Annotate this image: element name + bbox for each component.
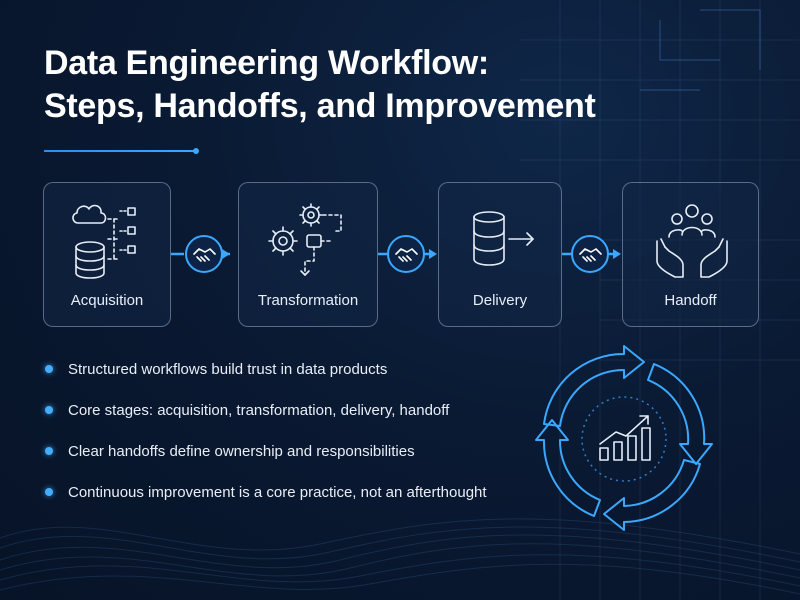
stage-label-acquisition: Acquisition xyxy=(70,292,144,309)
page-title: Data Engineering Workflow: Steps, Handof… xyxy=(44,42,744,128)
connector-1 xyxy=(171,235,230,273)
bullet-dot-icon xyxy=(45,365,53,373)
cloud-database-icon xyxy=(72,204,136,279)
bullet-text: Structured workflows build trust in data… xyxy=(68,361,388,378)
database-output-icon xyxy=(473,211,534,266)
list-item: Core stages: acquisition, transformation… xyxy=(44,401,564,442)
list-item: Structured workflows build trust in data… xyxy=(44,360,564,401)
connector-3 xyxy=(562,235,621,273)
title-line-2: Steps, Handoffs, and Improvement xyxy=(44,87,596,125)
bullet-dot-icon xyxy=(45,488,53,496)
bullet-text: Clear handoffs define ownership and resp… xyxy=(68,443,415,460)
bullet-dot-icon xyxy=(45,406,53,414)
cycle-arrows-icon xyxy=(535,345,713,531)
stage-delivery: Delivery xyxy=(438,182,562,327)
stage-handoff: Handoff xyxy=(622,182,759,327)
handshake-icon xyxy=(387,235,425,273)
stage-label-delivery: Delivery xyxy=(472,292,528,309)
stage-acquisition: Acquisition xyxy=(43,182,171,327)
arrow-head-icon xyxy=(429,249,437,259)
gears-icon xyxy=(268,203,342,276)
list-item: Continuous improvement is a core practic… xyxy=(44,483,564,524)
title-line-1: Data Engineering Workflow: xyxy=(44,44,489,82)
title-underline xyxy=(44,148,199,154)
list-item: Clear handoffs define ownership and resp… xyxy=(44,442,564,483)
stage-label-transformation: Transformation xyxy=(257,292,359,309)
bullet-dot-icon xyxy=(45,447,53,455)
team-hands-icon xyxy=(656,204,728,278)
handshake-icon xyxy=(571,235,609,273)
stage-transformation: Transformation xyxy=(238,182,378,327)
connector-2 xyxy=(378,235,437,273)
arrow-head-icon xyxy=(613,249,621,259)
bullet-text: Core stages: acquisition, transformation… xyxy=(68,402,450,419)
arrow-head-icon xyxy=(222,249,230,259)
bullet-text: Continuous improvement is a core practic… xyxy=(68,484,487,501)
bar-chart-growth-icon xyxy=(599,415,651,461)
stage-label-handoff: Handoff xyxy=(664,292,717,309)
handshake-icon xyxy=(185,235,223,273)
key-points-list: Structured workflows build trust in data… xyxy=(44,360,564,524)
